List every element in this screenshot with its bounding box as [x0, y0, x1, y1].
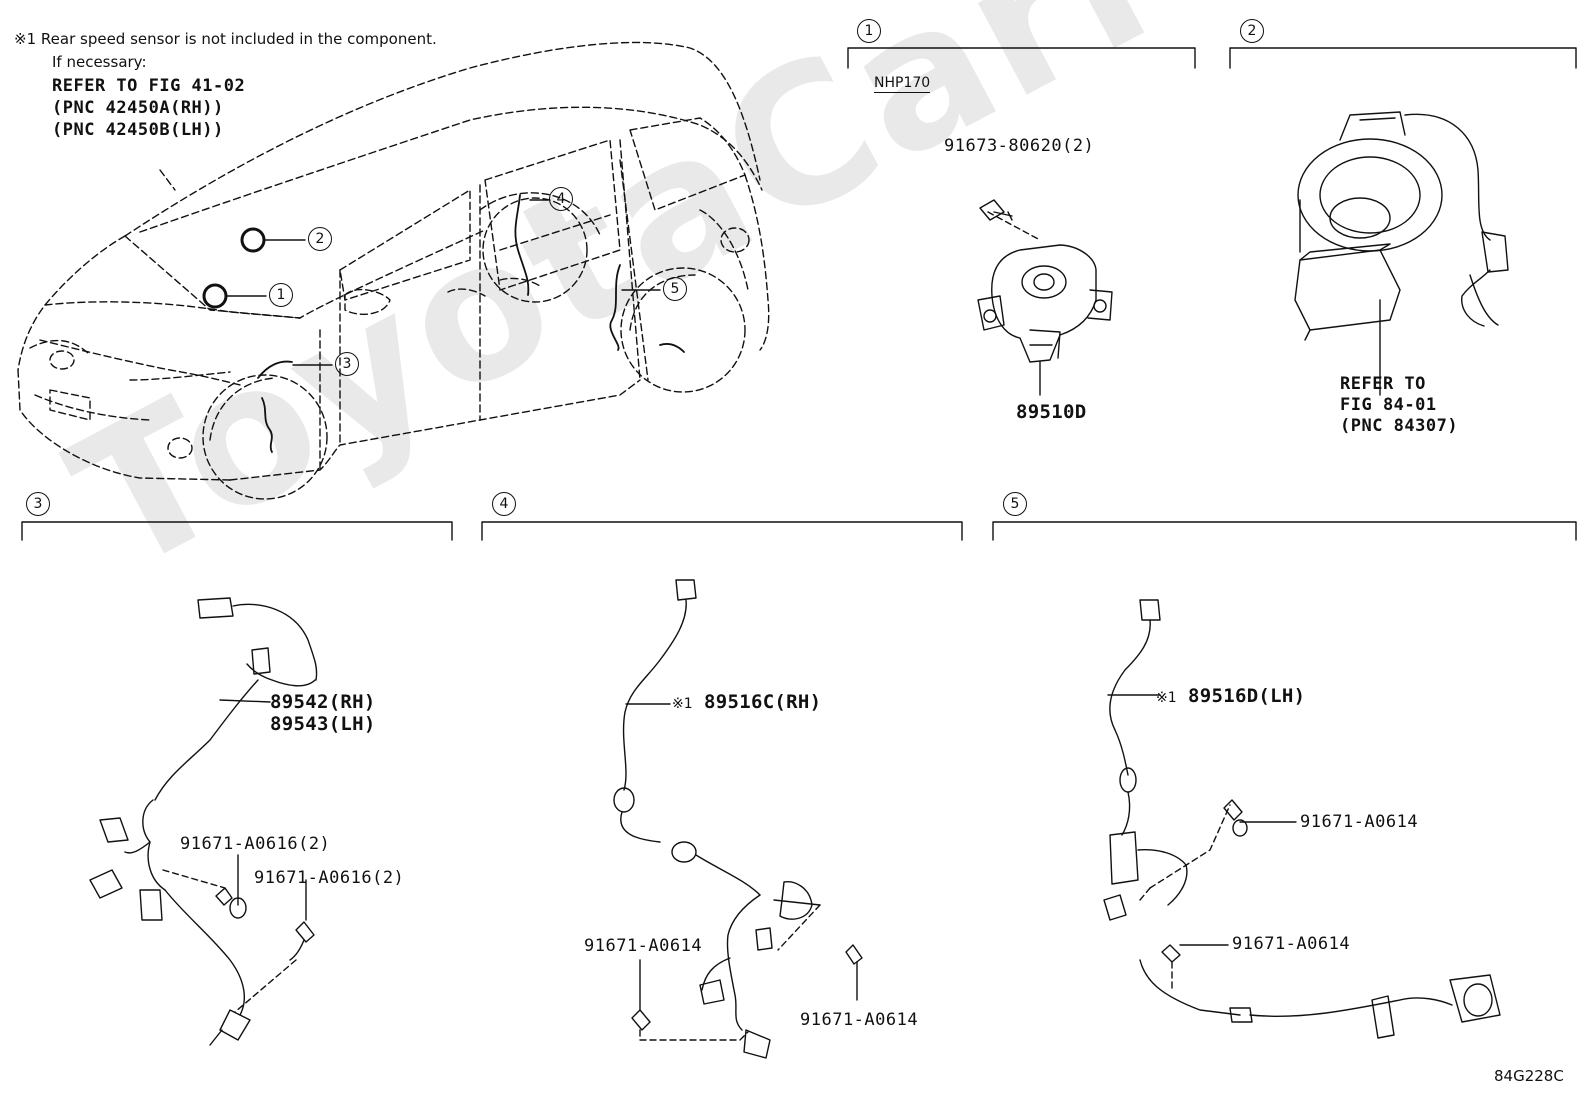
note-line-3: REFER TO FIG 41-02 — [52, 76, 246, 96]
front-abs-sensor-drawing — [89, 597, 318, 1046]
spiral-ref-line-3: (PNC 84307) — [1340, 416, 1459, 436]
rear-rh-sensor-drawing — [613, 579, 863, 1059]
rear-lh-bolt-b-part-number: 91671-A0614 — [1232, 934, 1351, 954]
front-sensor-lh-part-number: 89543(LH) — [270, 713, 376, 735]
vehicle-callout-3: 3 — [335, 352, 359, 376]
note-line-1: ※1 Rear speed sensor is not included in … — [14, 29, 437, 49]
model-code: NHP170 — [874, 75, 931, 93]
note-line-5: (PNC 42450B(LH)) — [52, 120, 224, 140]
spiral-ref-line-2: FIG 84-01 — [1340, 395, 1437, 415]
steering-sensor-drawing — [977, 199, 1113, 396]
rear-rh-note-marker: ※1 — [672, 696, 693, 712]
sensor-bolt-part-number: 91673-80620(2) — [944, 136, 1095, 156]
location-mark-2 — [240, 227, 266, 253]
rear-rh-bolt-b-part-number: 91671-A0614 — [800, 1010, 919, 1030]
section-marker-3: 3 — [26, 492, 50, 516]
rear-rh-bolt-a-part-number: 91671-A0614 — [584, 936, 703, 956]
front-bolt-b-part-number: 91671-A0616(2) — [254, 868, 405, 888]
section-marker-4: 4 — [492, 492, 516, 516]
note-line-2: If necessary: — [52, 53, 147, 71]
steering-sensor-part-number: 89510D — [1016, 401, 1087, 423]
rear-lh-sensor-drawing — [1103, 599, 1501, 1039]
section-marker-1: 1 — [857, 19, 881, 43]
vehicle-outline — [17, 41, 770, 500]
rear-lh-note-marker: ※1 — [1156, 690, 1177, 706]
vehicle-callout-4: 4 — [549, 187, 573, 211]
rear-rh-sensor-part-number: 89516C(RH) — [704, 691, 822, 713]
note-text: Rear speed sensor is not included in the… — [40, 30, 437, 48]
note-marker: ※1 — [14, 30, 37, 48]
vehicle-callout-1: 1 — [269, 283, 293, 307]
spiral-cable-drawing — [1294, 111, 1509, 396]
section-frames — [21, 47, 1577, 541]
rear-lh-bolt-a-part-number: 91671-A0614 — [1300, 812, 1419, 832]
vehicle-component-marks — [202, 194, 685, 453]
section-marker-2: 2 — [1240, 19, 1264, 43]
section-marker-5: 5 — [1003, 492, 1027, 516]
front-sensor-rh-part-number: 89542(RH) — [270, 691, 376, 713]
note-line-4: (PNC 42450A(RH)) — [52, 98, 224, 118]
location-mark-1 — [202, 283, 228, 309]
vehicle-callout-2: 2 — [308, 227, 332, 251]
figure-code: 84G228C — [1494, 1067, 1564, 1085]
rear-lh-sensor-part-number: 89516D(LH) — [1188, 685, 1306, 707]
vehicle-callout-5: 5 — [663, 277, 687, 301]
front-bolt-a-part-number: 91671-A0616(2) — [180, 834, 331, 854]
spiral-ref-line-1: REFER TO — [1340, 374, 1426, 394]
